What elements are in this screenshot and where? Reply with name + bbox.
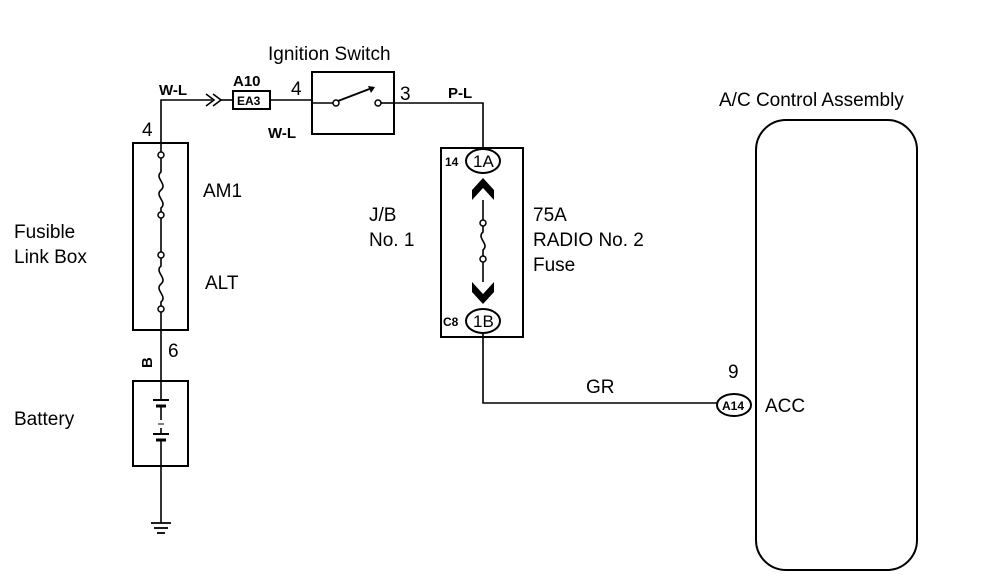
wire-color-pl: P-L xyxy=(448,85,472,102)
pin-fl-bottom: 6 xyxy=(168,341,179,362)
alt-fusible-link xyxy=(158,258,164,306)
pin-ign-in: 4 xyxy=(291,79,302,100)
fusible-label-2: Link Box xyxy=(14,247,87,268)
pin-jb-out: C8 xyxy=(443,315,459,329)
junction-block xyxy=(440,147,524,338)
pin-fl-top: 4 xyxy=(142,120,153,141)
connector-1b: 1B xyxy=(473,312,494,331)
wire-gr xyxy=(482,333,717,404)
jb-terminal-bottom xyxy=(472,282,494,304)
ignition-switch-contact xyxy=(337,87,373,102)
wire-color-wl-switch: W-L xyxy=(268,125,296,142)
wire-color-wl-top: W-L xyxy=(159,82,187,99)
am1-fusible-link xyxy=(158,158,164,212)
connector-a10: A10 xyxy=(233,73,261,90)
wire-color-gr: GR xyxy=(586,377,615,398)
connector-a14: A14 xyxy=(722,399,744,413)
ignition-switch-label: Ignition Switch xyxy=(268,44,391,65)
acc-label: ACC xyxy=(765,396,805,417)
connector-ea3: EA3 xyxy=(237,94,261,108)
alt-label: ALT xyxy=(205,273,239,294)
wire-wl-top xyxy=(160,99,212,143)
fusible-label-1: Fusible xyxy=(14,222,75,243)
ac-control-assembly-box xyxy=(755,119,918,571)
ac-control-assembly-label: A/C Control Assembly xyxy=(719,90,904,111)
jb-label-1: J/B xyxy=(369,205,396,226)
connector-1a: 1A xyxy=(473,152,494,171)
radio-no2-fuse xyxy=(480,226,486,256)
pin-ign-out: 3 xyxy=(400,84,411,105)
fuse-label-2: RADIO No. 2 xyxy=(533,230,644,251)
pin-ac-acc: 9 xyxy=(728,362,739,383)
battery-label: Battery xyxy=(14,409,75,430)
wire-pl xyxy=(394,102,484,148)
fuse-label-1: 75A xyxy=(533,205,567,226)
jb-label-2: No. 1 xyxy=(369,230,414,251)
fuse-label-3: Fuse xyxy=(533,255,575,276)
pin-jb-in: 14 xyxy=(445,155,459,169)
jb-1a-connector xyxy=(465,148,501,174)
a14-connector xyxy=(716,393,752,417)
wire-color-b: B xyxy=(139,357,156,368)
jb-terminal-top xyxy=(472,178,494,200)
am1-label: AM1 xyxy=(203,181,242,202)
